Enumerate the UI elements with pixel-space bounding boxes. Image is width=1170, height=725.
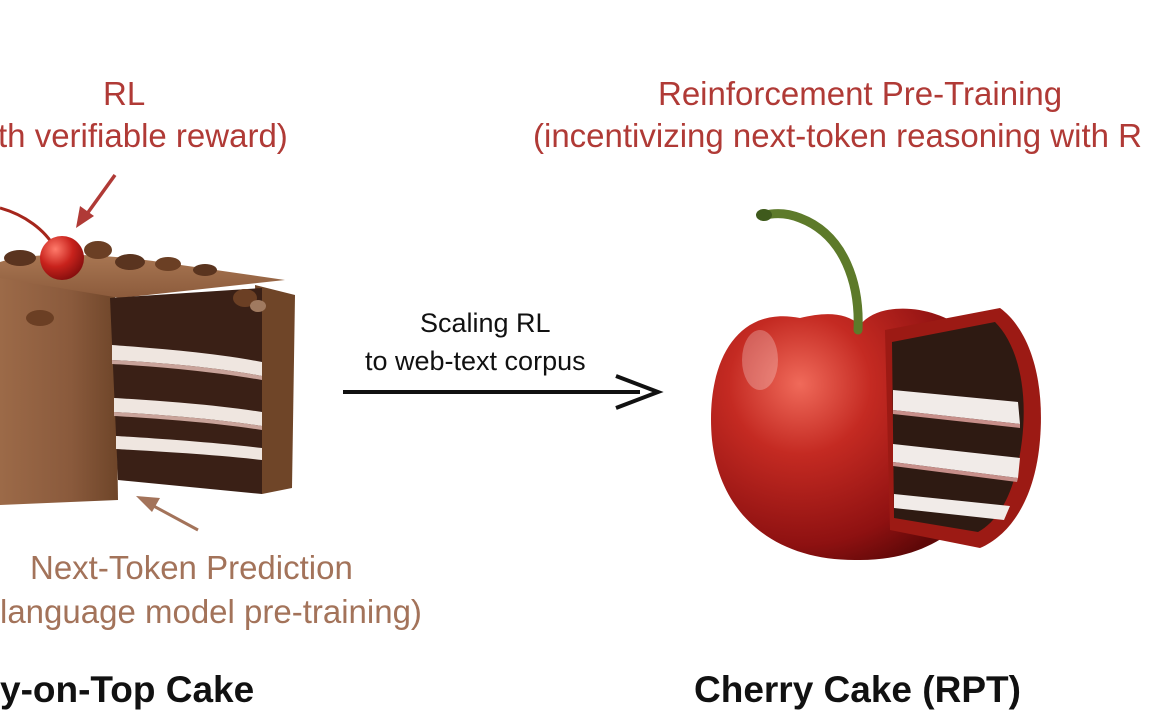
rpt-label-line2: (incentivizing next-token reasoning with… xyxy=(533,117,1142,154)
ntp-pointer-arrow xyxy=(136,496,199,532)
rl-label-line2: th verifiable reward) xyxy=(0,117,288,154)
left-caption: y-on-Top Cake xyxy=(0,669,255,710)
layered-cake-illustration xyxy=(0,206,295,505)
scaling-arrow xyxy=(343,374,664,410)
ntp-label-line2: language model pre-training) xyxy=(0,593,422,630)
rl-label-line1: RL xyxy=(103,75,146,112)
rpt-label-line1: Reinforcement Pre-Training xyxy=(658,75,1063,112)
right-caption: Cherry Cake (RPT) xyxy=(694,669,1021,710)
ntp-label-line1: Next-Token Prediction xyxy=(30,549,353,586)
arrow-label-line1: Scaling RL xyxy=(420,308,551,338)
cherry-cake-illustration xyxy=(711,209,1041,561)
rl-pointer-arrow xyxy=(76,173,117,228)
arrow-label-line2: to web-text corpus xyxy=(365,346,586,376)
